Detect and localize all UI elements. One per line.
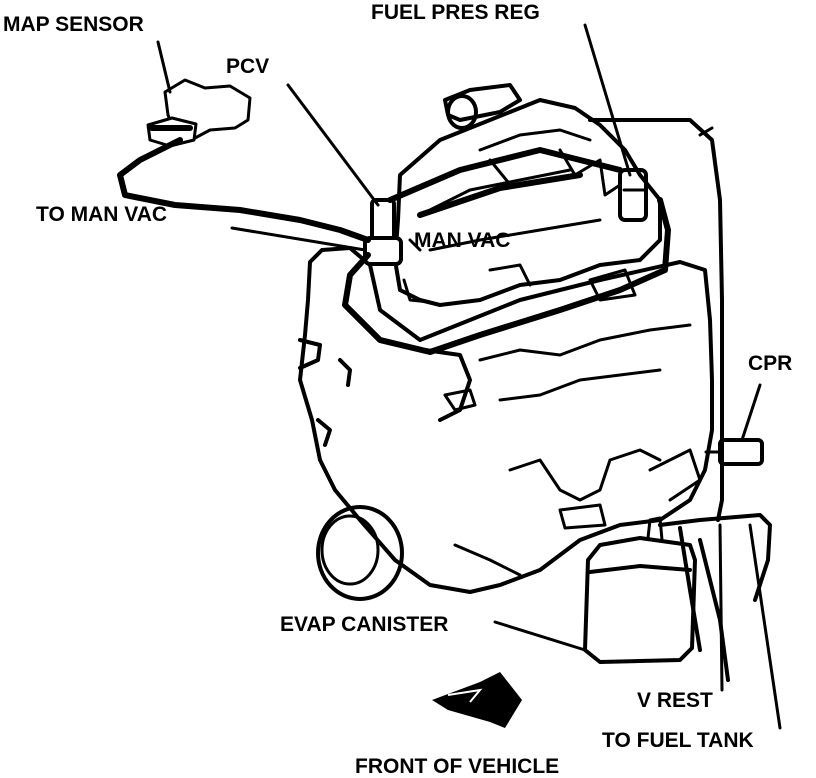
arrow-icon: [432, 672, 522, 728]
cpr-label: CPR: [748, 352, 793, 375]
fuel-pressure-regulator: [618, 168, 648, 222]
evap-canister-label: EVAP CANISTER: [280, 613, 449, 636]
to-fuel-tank-label: TO FUEL TANK: [602, 729, 754, 752]
man-vac-label: MAN VAC: [414, 229, 511, 252]
evap-canister: [583, 516, 697, 664]
cpr-valve: [704, 438, 764, 466]
front-pulley: [316, 505, 404, 601]
leader-lines: [156, 23, 782, 730]
fuel-line: [588, 118, 724, 522]
to-man-vac-label: TO MAN VAC: [36, 203, 168, 226]
fuel-pres-reg-label: FUEL PRES REG: [371, 1, 540, 24]
v-rest-label: V REST: [637, 689, 713, 712]
vacuum-hoses: [117, 137, 671, 355]
intake-manifold: [393, 83, 662, 307]
front-of-vehicle-label: FRONT OF VEHICLE: [355, 755, 560, 778]
pcv-label: PCV: [226, 55, 270, 78]
map-sensor-label: MAP SENSOR: [3, 13, 144, 36]
engine-block: [298, 246, 714, 594]
map-sensor: [146, 78, 252, 148]
